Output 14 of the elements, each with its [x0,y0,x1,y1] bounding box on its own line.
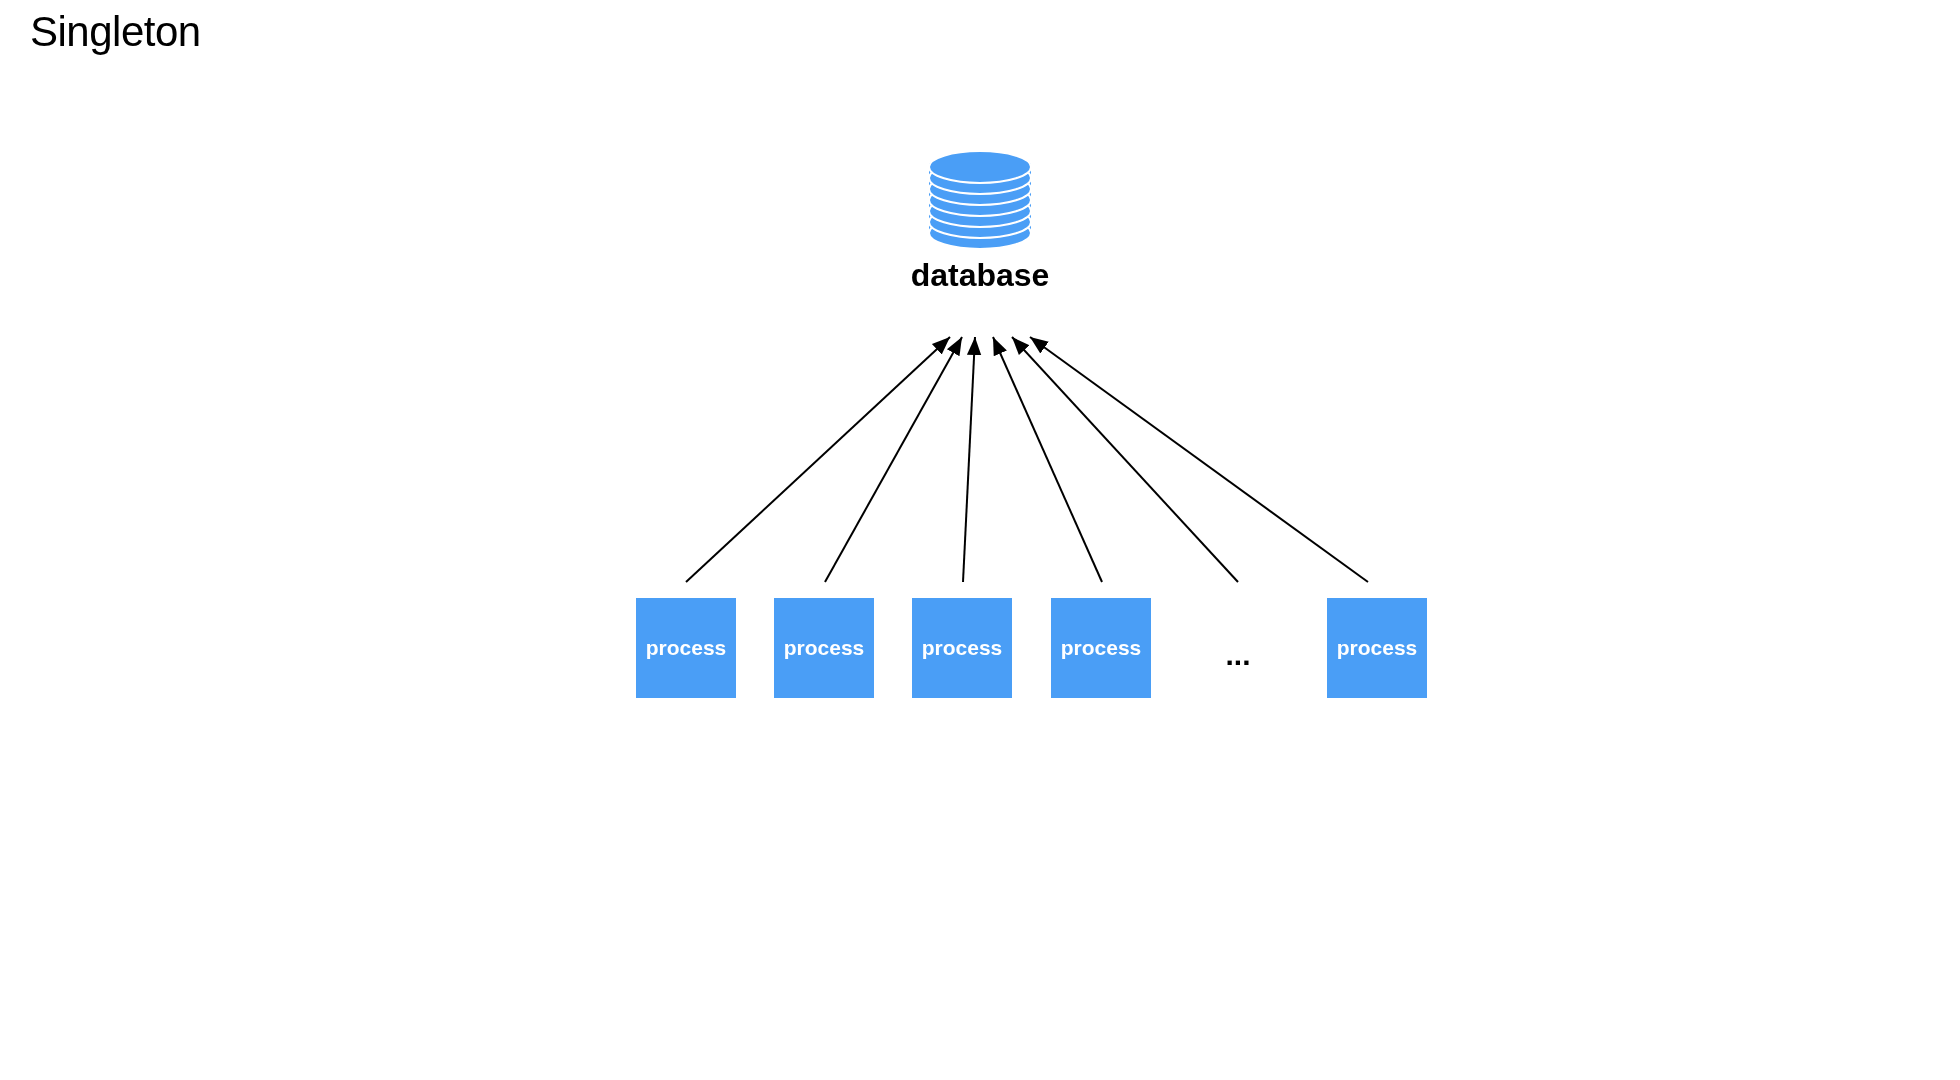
title: Singleton [30,8,201,56]
arrow [1011,336,1239,583]
process-box: process [1051,598,1151,698]
arrow [824,336,963,583]
arrow [1029,336,1369,583]
arrow [685,336,951,583]
arrow [992,336,1103,583]
node-label: database [910,257,1050,294]
ellipsis-text: ... [1225,638,1251,672]
process-box: process [1327,598,1427,698]
process-box: process [636,598,736,698]
arrow [962,336,982,583]
process-box: process [912,598,1012,698]
process-box: process [774,598,874,698]
